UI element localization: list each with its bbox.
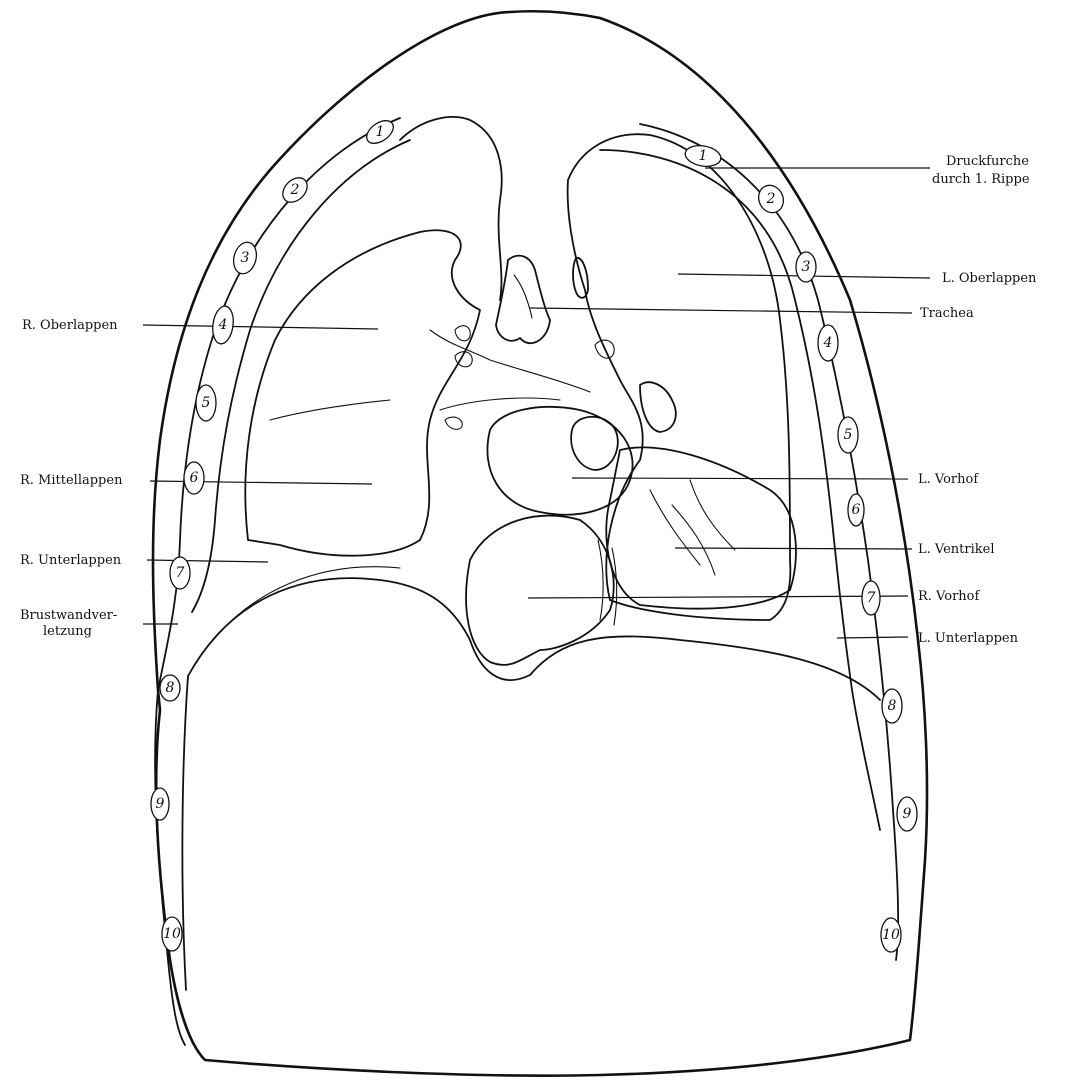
right-wall-lower-inner xyxy=(182,676,188,990)
svg-text:5: 5 xyxy=(844,427,853,443)
label-trachea: Trachea xyxy=(920,306,974,321)
svg-text:9: 9 xyxy=(156,796,165,812)
svg-text:4: 4 xyxy=(823,335,833,351)
svg-text:5: 5 xyxy=(202,395,211,411)
label-brustwand-line2: letzung xyxy=(43,624,92,639)
svg-text:8: 8 xyxy=(888,698,897,714)
rib-10-left: 10 xyxy=(881,918,901,952)
leader-l-unterlappen xyxy=(837,637,908,638)
svg-text:3: 3 xyxy=(241,250,250,266)
label-druckfurche-line2: durch 1. Rippe xyxy=(932,172,1030,187)
hilar-vessel-small-1 xyxy=(455,326,470,341)
svg-text:10: 10 xyxy=(163,926,181,942)
svg-text:8: 8 xyxy=(166,680,175,696)
leader-r-vorhof xyxy=(528,596,908,598)
right-wall-lower-outer xyxy=(155,690,185,1045)
label-r-mittellappen: R. Mittellappen xyxy=(20,473,123,488)
svg-text:6: 6 xyxy=(190,470,199,486)
svg-text:7: 7 xyxy=(176,565,185,581)
label-druckfurche-line1: Druckfurche xyxy=(946,154,1029,169)
right-atrium-outline xyxy=(466,516,614,665)
left-lung-outline xyxy=(568,134,791,620)
svg-text:10: 10 xyxy=(882,927,900,943)
rib-5-left: 5 xyxy=(838,417,858,453)
left-chest-wall-outer xyxy=(640,124,898,960)
leader-l-ventrikel xyxy=(675,548,912,549)
svg-text:3: 3 xyxy=(802,259,811,275)
leader-r-oberlappen xyxy=(143,325,378,329)
rib-4-right: 4 xyxy=(210,305,235,345)
hilar-vessel-small-3 xyxy=(445,417,462,429)
trachea-lumen xyxy=(514,275,532,318)
rib-4-left: 4 xyxy=(818,325,838,361)
label-l-oberlappen: L. Oberlappen xyxy=(942,271,1037,286)
rib-6-left: 6 xyxy=(848,494,864,526)
rib-5-right: 5 xyxy=(196,385,216,421)
right-chest-wall-inner xyxy=(192,140,410,612)
rib-8-left: 8 xyxy=(882,689,902,723)
left-chest-wall-inner xyxy=(600,150,880,830)
svg-text:6: 6 xyxy=(852,502,861,518)
rib-7-left: 7 xyxy=(862,581,880,615)
label-r-vorhof: R. Vorhof xyxy=(918,589,980,604)
aortic-circle xyxy=(571,417,618,470)
leader-r-unterlappen xyxy=(147,560,268,562)
label-l-ventrikel: L. Ventrikel xyxy=(918,542,994,557)
right-lung-fissure xyxy=(270,400,390,420)
rib-8-right: 8 xyxy=(160,675,180,701)
right-lung-outline xyxy=(245,230,480,555)
leader-trachea xyxy=(530,308,912,313)
left-ventricle-trabeculae xyxy=(650,480,735,575)
rib-10-right: 10 xyxy=(162,917,182,951)
label-l-vorhof: L. Vorhof xyxy=(918,472,979,487)
label-r-unterlappen: R. Unterlappen xyxy=(20,553,122,568)
rib-3-left: 3 xyxy=(796,252,816,282)
left-ventricle-outline xyxy=(606,447,796,608)
label-l-unterlappen: L. Unterlappen xyxy=(918,631,1019,646)
right-chest-wall-outer xyxy=(158,118,400,690)
rib-6-right: 6 xyxy=(184,462,204,494)
rib-9-right: 9 xyxy=(151,788,169,820)
rib-9-left: 9 xyxy=(897,797,917,831)
svg-text:7: 7 xyxy=(867,590,876,606)
svg-text:1: 1 xyxy=(699,148,708,164)
svg-text:2: 2 xyxy=(290,182,300,198)
leader-l-vorhof xyxy=(572,478,908,479)
trachea-outline xyxy=(496,256,550,344)
rib-2-right: 2 xyxy=(278,173,312,207)
label-r-oberlappen: R. Oberlappen xyxy=(22,318,118,333)
svg-text:1: 1 xyxy=(376,124,385,140)
svg-text:4: 4 xyxy=(218,317,228,333)
svg-text:2: 2 xyxy=(766,191,776,207)
label-brustwand-line1: Brustwandver- xyxy=(20,608,117,623)
svg-text:9: 9 xyxy=(903,806,912,822)
rib-7-right: 7 xyxy=(170,557,190,589)
rib-1-left: 1 xyxy=(684,143,723,169)
rib-2-left: 2 xyxy=(754,181,788,217)
left-hilar-bronchus xyxy=(640,382,676,432)
